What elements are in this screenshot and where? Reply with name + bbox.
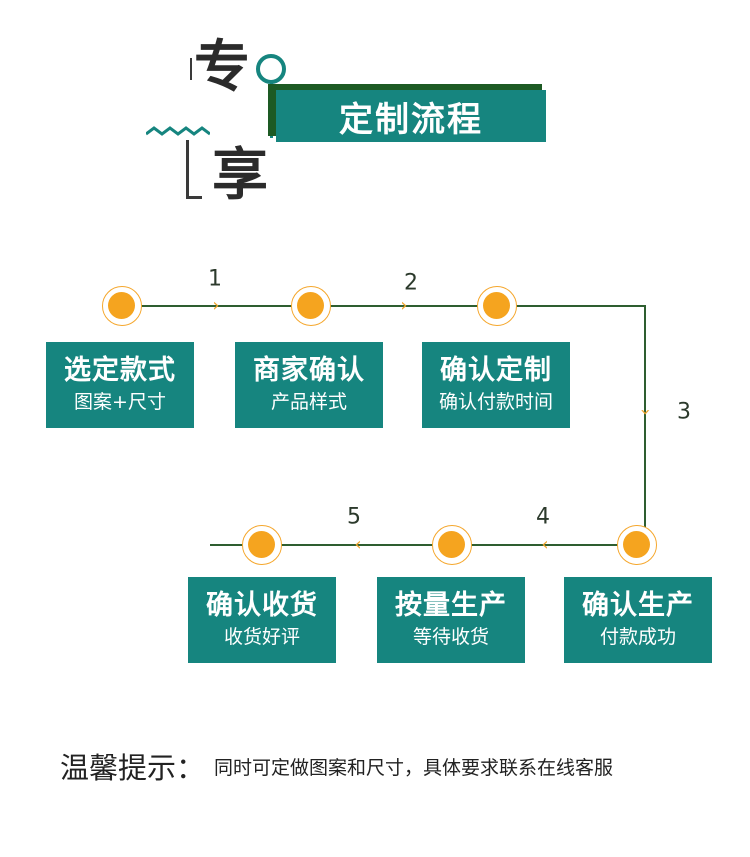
step-node-1 [102,286,142,326]
step-subtitle: 收货好评 [223,626,300,648]
step-number: 4 [536,504,550,530]
step-number: 3 [677,399,691,425]
tip-label: 温馨提示： [60,751,206,785]
wave-icon [146,126,210,136]
step-subtitle: 付款成功 [599,626,676,648]
teal-ring-icon [256,54,286,84]
step-title: 商家确认 [253,355,365,386]
step-node-4 [617,525,657,565]
step-subtitle: 等待收货 [412,626,489,648]
step-title: 按量生产 [395,590,507,621]
arrow-right-icon: › [212,295,220,316]
arrow-left-icon: ‹ [541,534,549,555]
step-subtitle: 产品样式 [270,391,347,413]
flow-line-top [122,305,646,307]
step-node-6 [242,525,282,565]
step-number: 1 [208,266,222,292]
step-title: 确认收货 [206,590,318,621]
deco-line-base [186,196,202,199]
arrow-right-icon: › [400,295,408,316]
flow-line-bottom [210,544,646,546]
step-node-3 [477,286,517,326]
step-title: 确认定制 [440,355,552,386]
flow-line-right [644,305,646,545]
step-card-1: 选定款式 图案+尺寸 [46,342,194,428]
header-char-top: 专 [194,35,250,100]
step-card-6: 确认收货 收货好评 [188,577,336,663]
step-node-5 [432,525,472,565]
step-title: 确认生产 [582,590,694,621]
step-node-2 [291,286,331,326]
deco-line-bottom [186,140,189,198]
step-title: 选定款式 [64,355,176,386]
step-card-2: 商家确认 产品样式 [235,342,383,428]
step-card-4: 确认生产 付款成功 [564,577,712,663]
arrow-left-icon: ‹ [354,534,362,555]
tip-text: 同时可定做图案和尺寸，具体要求联系在线客服 [214,757,614,779]
arrow-down-icon: › [635,408,656,416]
step-card-3: 确认定制 确认付款时间 [422,342,570,428]
deco-line-top [190,58,192,80]
page-title: 定制流程 [276,90,546,142]
step-card-5: 按量生产 等待收货 [377,577,525,663]
step-subtitle: 确认付款时间 [438,391,553,413]
step-number: 2 [404,270,418,296]
step-number: 5 [347,504,361,530]
header-char-bottom: 享 [212,143,268,208]
step-subtitle: 图案+尺寸 [74,391,166,413]
